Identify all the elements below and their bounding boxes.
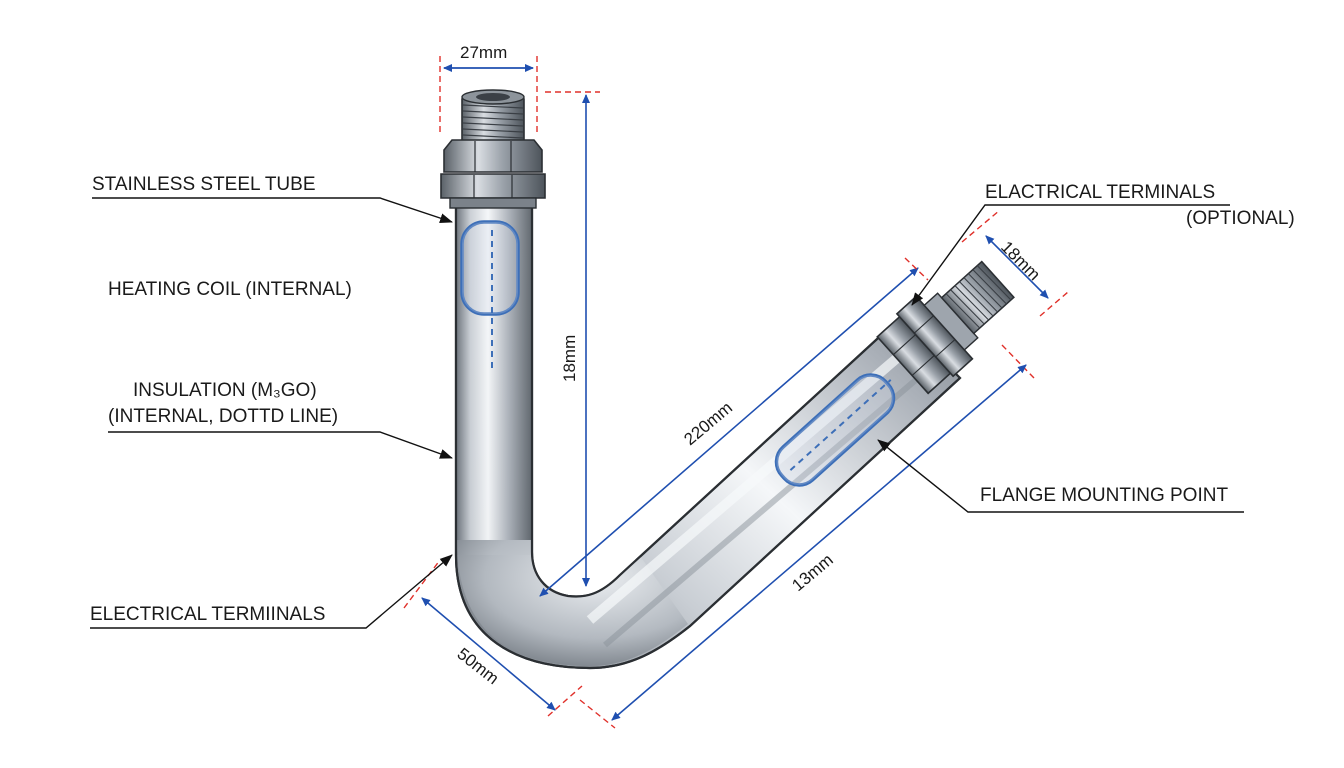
dim-vertical-leg-height: 18mm — [560, 335, 579, 382]
dim-fitting-width: 27mm — [460, 43, 507, 62]
label-insulation-line2: (INTERNAL, DOTTD LINE) — [108, 406, 338, 427]
threaded-nipple-icon — [461, 89, 525, 146]
leader-insulation — [108, 431, 453, 459]
dimension-lines — [403, 56, 1069, 729]
dim-diagonal-lower: 13mm — [788, 550, 836, 595]
diagonal-highlight — [586, 326, 934, 624]
leader-stainless-steel-tube — [92, 197, 453, 223]
leader-flange-mounting-point — [877, 439, 1244, 513]
leader-electrical-terminals-bottom — [90, 554, 453, 629]
leader-lines — [90, 197, 1244, 629]
top-fitting — [440, 89, 546, 209]
dim-right-fitting-width: 18mm — [997, 237, 1044, 284]
label-electrical-terminals-top-line2: (OPTIONAL) — [1186, 208, 1295, 229]
label-heating-coil: HEATING COIL (INTERNAL) — [108, 279, 352, 300]
label-flange-mounting-point: FLANGE MOUNTING POINT — [980, 485, 1228, 506]
leader-electrical-terminals-top — [911, 204, 1230, 306]
label-stainless-steel-tube: STAINLESS STEEL TUBE — [92, 174, 316, 195]
lower-diagonal-dim-line — [611, 364, 1027, 721]
bend-length-dim-line — [421, 597, 556, 711]
right-fitting-dim-line — [985, 235, 1049, 299]
label-electrical-terminals-bottom: ELECTRICAL TERMIINALS — [90, 604, 325, 625]
label-electrical-terminals-top-line1: ELACTRICAL TERMINALS — [985, 182, 1215, 203]
dim-bend-length: 50mm — [454, 644, 503, 688]
callout-labels: STAINLESS STEEL TUBE HEATING COIL (INTER… — [90, 174, 1295, 625]
dim-diagonal-length: 220mm — [680, 398, 736, 449]
label-insulation-line1: INSULATION (M₃GO) — [133, 380, 317, 401]
hex-nut-fitting-icon — [440, 139, 546, 209]
